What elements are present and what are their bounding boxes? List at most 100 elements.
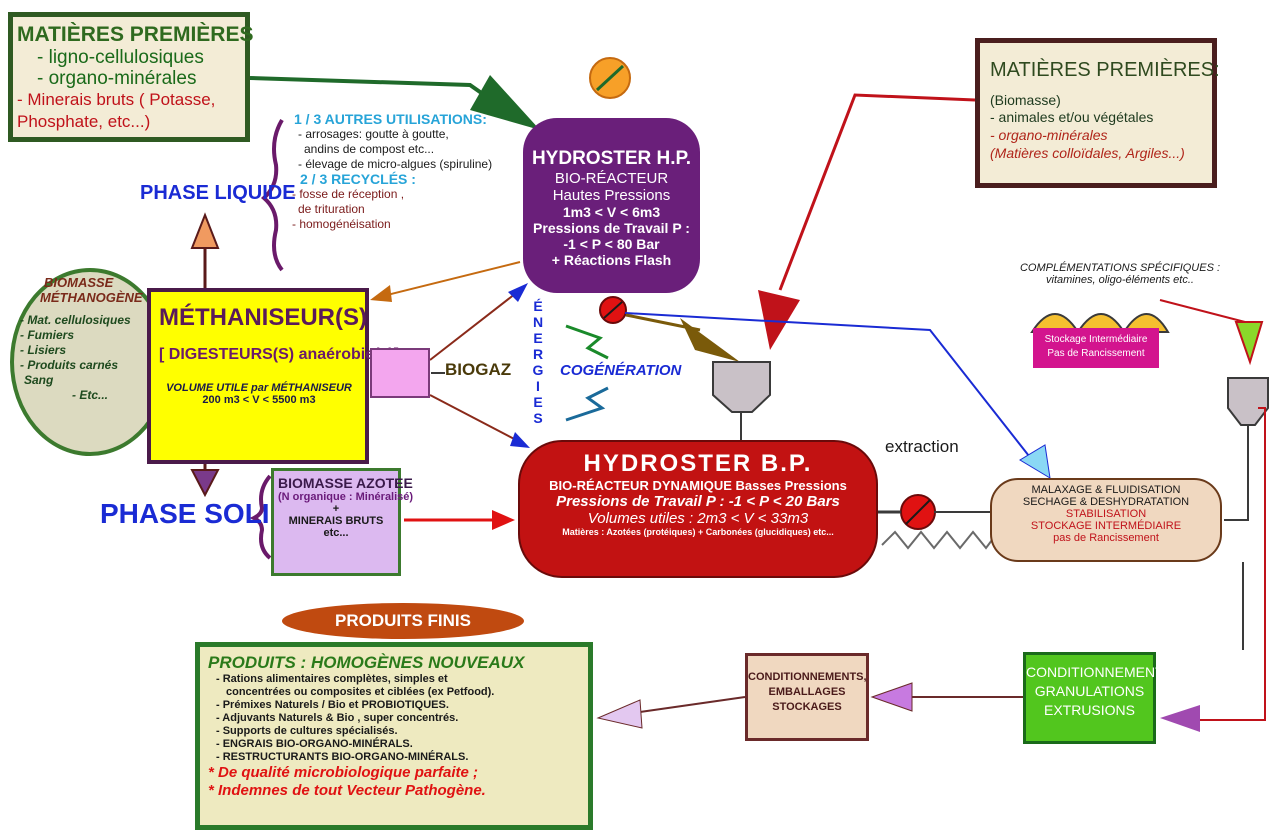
produits-title: PRODUITS : HOMOGÈNES NOUVEAUX: [208, 653, 525, 672]
malax-line: STOCKAGE INTERMÉDIAIRE: [1030, 520, 1182, 532]
line-right-down: [1200, 407, 1266, 721]
biomasse-item: - Produits carnés: [20, 358, 119, 372]
hopper-center: [712, 361, 771, 413]
energies-letter: S: [533, 410, 543, 426]
recycles-title: 2 / 3 RECYCLÉS :: [300, 171, 416, 187]
arrowhead-to-hopper: [680, 318, 740, 362]
extraction-label: extraction: [885, 437, 959, 456]
cond2-line: CONDITIONNEMENTS: [1026, 664, 1173, 680]
recycles-line: - homogénéisation: [292, 217, 391, 231]
energies-letter: I: [536, 378, 540, 394]
bolt-2: [565, 386, 609, 422]
methaniseur-box: MÉTHANISEUR(S) [ DIGESTEURS(S) anaérobie…: [147, 288, 399, 464]
energies-vertical: É N E R G I E S: [528, 298, 548, 426]
biomasse-methanogene-oval: [10, 268, 170, 456]
arrow-mpright: [778, 93, 976, 291]
produits-finis-banner: PRODUITS FINIS: [282, 603, 524, 639]
mp-right-red: - organo-minérales: [990, 127, 1108, 143]
autres-line: - arrosages: goutte à goutte,: [298, 127, 449, 141]
mp-right-title: MATIÈRES PREMIÈRES:: [990, 59, 1220, 81]
hp-line: Hautes Pressions: [552, 187, 671, 204]
produits-item: - Supports de cultures spécialisés.: [216, 725, 398, 737]
recycles-line: de trituration: [298, 202, 365, 216]
autres-line: andins de compost etc...: [304, 142, 435, 156]
volume-range: 200 m3 < V < 5500 m3: [202, 394, 316, 406]
hp-line: Pressions de Travail P :: [533, 220, 690, 236]
mp-left-red: - Minerais bruts ( Potasse,: [17, 90, 216, 109]
matieres-premieres-right: MATIÈRES PREMIÈRES: (Biomasse) - animale…: [975, 38, 1220, 188]
arrowhead-green: [1234, 321, 1264, 366]
energies-letter: R: [532, 346, 544, 362]
arrowhead-mpright: [758, 290, 800, 350]
cond1-line: EMBALLAGES: [768, 686, 846, 698]
mp-left-item: - ligno-cellulosiques: [37, 47, 204, 68]
mp-right-line: (Biomasse): [990, 92, 1061, 108]
produits-item: concentrées ou composites et ciblées (ex…: [226, 686, 495, 698]
mp-left-item: - organo-minérales: [37, 68, 197, 89]
domes: [1030, 313, 1170, 334]
recycles-line: - fosse de réception ,: [292, 187, 405, 201]
energies-letter: G: [532, 362, 544, 378]
stockage-intermediaire-box: Stockage Intermédiaire Pas de Rancisseme…: [1033, 328, 1159, 368]
cond1-line: CONDITIONNEMENTS,: [748, 671, 867, 683]
produits-red: * Indemnes de tout Vecteur Pathogène.: [208, 782, 486, 799]
arrowhead-to-cond2: [1160, 705, 1200, 732]
hp-title: HYDROSTER H.P.: [531, 148, 692, 169]
volume-label: VOLUME UTILE par MÉTHANISEUR: [166, 382, 352, 394]
arrowhead-malax: [1019, 444, 1051, 479]
mp-left-red: Phosphate, etc...): [17, 112, 151, 131]
azote-plus: +: [332, 503, 340, 515]
azote-minerais: MINERAIS BRUTS: [288, 515, 384, 527]
biomasse-item: - Etc...: [72, 388, 109, 402]
energies-letter: N: [532, 314, 544, 330]
produits-item: - Adjuvants Naturels & Bio , super conce…: [216, 712, 459, 724]
arrow-hp-to-malax: [624, 312, 1041, 471]
azote-title: BIOMASSE AZOTEE: [278, 475, 413, 491]
malax-line: STABILISATION: [1065, 508, 1147, 520]
arrowhead-hp-in: [470, 75, 540, 130]
mp-right-red: (Matières colloïdales, Argiles...): [990, 145, 1185, 161]
biomasse-item: - Lisiers: [20, 343, 67, 357]
conditionnements-emballages-box: CONDITIONNEMENTS, EMBALLAGES STOCKAGES: [745, 653, 869, 741]
arrow-meth-to-bp: [429, 394, 521, 443]
produits-item: - ENGRAIS BIO-ORGANO-MINÉRALS.: [216, 738, 413, 750]
stockage-line: Stockage Intermédiaire: [1044, 334, 1148, 345]
cogeneration-label: COGÉNÉRATION: [560, 362, 682, 379]
biogaz-connector-block: [370, 348, 430, 398]
arrowhead-phase-liquide: [190, 212, 220, 249]
bp-line: Volumes utiles : 2m3 < V < 33m3: [587, 510, 809, 527]
malaxage-box: MALAXAGE & FLUIDISATION SECHAGE & DESHYD…: [990, 478, 1222, 562]
mp-right-line: - animales et/ou végétales: [990, 109, 1154, 125]
biomasse-item: - Mat. cellulosiques: [20, 313, 131, 327]
phase-liquide-label: PHASE LIQUIDE: [140, 182, 296, 204]
produits-item: - Rations alimentaires complètes, simple…: [216, 673, 448, 685]
bp-line: BIO-RÉACTEUR DYNAMIQUE Basses Pressions: [549, 478, 847, 493]
hydroster-bp-text: HYDROSTER B.P. BIO-RÉACTEUR DYNAMIQUE Ba…: [518, 450, 878, 537]
line-hopper-to-malax: [1224, 425, 1249, 521]
hp-line: BIO-RÉACTEUR: [554, 170, 669, 187]
energies-letter: É: [533, 298, 543, 314]
hp-line: -1 < P < 80 Bar: [563, 236, 660, 252]
complementations-text: COMPLÉMENTATIONS SPÉCIFIQUES : vitamines…: [985, 262, 1255, 286]
complementations-sub: vitamines, oligo-éléments etc..: [1046, 274, 1194, 286]
cond1-line: STOCKAGES: [772, 701, 842, 713]
produits-box: PRODUITS : HOMOGÈNES NOUVEAUX - Rations …: [195, 642, 593, 830]
biomasse-azotee-box: BIOMASSE AZOTEE (N organique : Minéralis…: [271, 468, 413, 576]
brace-solide: [249, 474, 272, 560]
methaniseur-title: MÉTHANISEUR(S): [159, 304, 367, 331]
bp-line: Pressions de Travail P : -1 < P < 20 Bar…: [556, 493, 840, 510]
mp-left-title: MATIÈRES PREMIÈRES: [17, 23, 254, 46]
produits-red: * De qualité microbiologique parfaite ;: [208, 764, 479, 781]
produits-item: - Prémixes Naturels / Bio et PROBIOTIQUE…: [216, 699, 449, 711]
malax-line: MALAXAGE & FLUIDISATION: [1031, 484, 1181, 496]
hydroster-bp-vessel: [518, 440, 878, 578]
bp-line: Matières : Azotées (protéiques) + Carbon…: [562, 527, 834, 537]
autres-utilisations: 1 / 3 AUTRES UTILISATIONS: - arrosages: …: [284, 112, 524, 232]
biomasse-item: Sang: [24, 373, 54, 387]
azote-etc: etc...: [323, 527, 349, 539]
biomasse-item: - Fumiers: [20, 328, 75, 342]
biogaz-label: BIOGAZ: [445, 360, 512, 379]
malax-line: SECHAGE & DESHYDRATATION: [1022, 496, 1190, 508]
arrowhead-to-produits: [596, 699, 643, 729]
arrowhead-phase-solide: [190, 469, 220, 498]
